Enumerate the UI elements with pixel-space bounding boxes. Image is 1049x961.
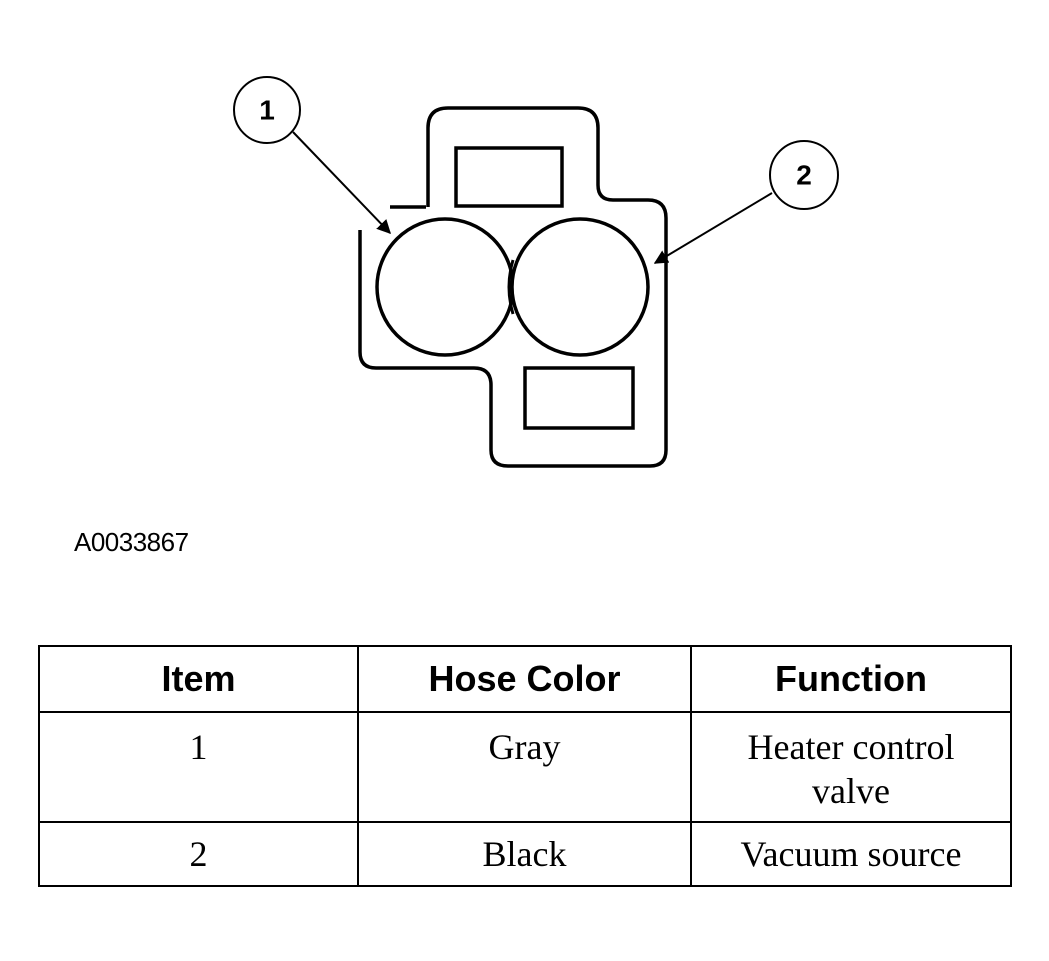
callout-2-circle bbox=[769, 140, 839, 210]
vacuum-connector-diagram: 1 2 bbox=[233, 76, 839, 468]
table-row: 1 Gray Heater control valve bbox=[38, 711, 1012, 823]
top-latch-slot bbox=[454, 146, 564, 208]
port-1-overlap-arc bbox=[507, 259, 515, 315]
callout-1-leader-arrow bbox=[292, 131, 391, 235]
cell-item: 1 bbox=[38, 711, 359, 823]
connector-housing-outline bbox=[358, 106, 668, 468]
cell-function: Heater control valve bbox=[690, 711, 1012, 823]
header-hose-color: Hose Color bbox=[357, 645, 692, 713]
callout-2-leader-arrow bbox=[653, 192, 773, 264]
cell-item: 2 bbox=[38, 821, 359, 887]
cell-hose-color: Black bbox=[357, 821, 692, 887]
cell-function: Vacuum source bbox=[690, 821, 1012, 887]
bottom-latch-slot bbox=[523, 366, 635, 430]
table-header-row: Item Hose Color Function bbox=[38, 645, 1012, 713]
callout-1-number: 1 bbox=[259, 95, 275, 126]
header-function: Function bbox=[690, 645, 1012, 713]
figure-id-label: A0033867 bbox=[74, 527, 189, 557]
port-2-black-hose bbox=[510, 217, 650, 357]
header-item: Item bbox=[38, 645, 359, 713]
callout-2-number: 2 bbox=[796, 160, 812, 191]
table-row: 2 Black Vacuum source bbox=[38, 821, 1012, 887]
port-1-gray-hose bbox=[375, 217, 515, 357]
callout-1-circle bbox=[233, 76, 301, 144]
cell-hose-color: Gray bbox=[357, 711, 692, 823]
hose-legend-table: Item Hose Color Function 1 Gray Heater c… bbox=[38, 645, 1012, 887]
